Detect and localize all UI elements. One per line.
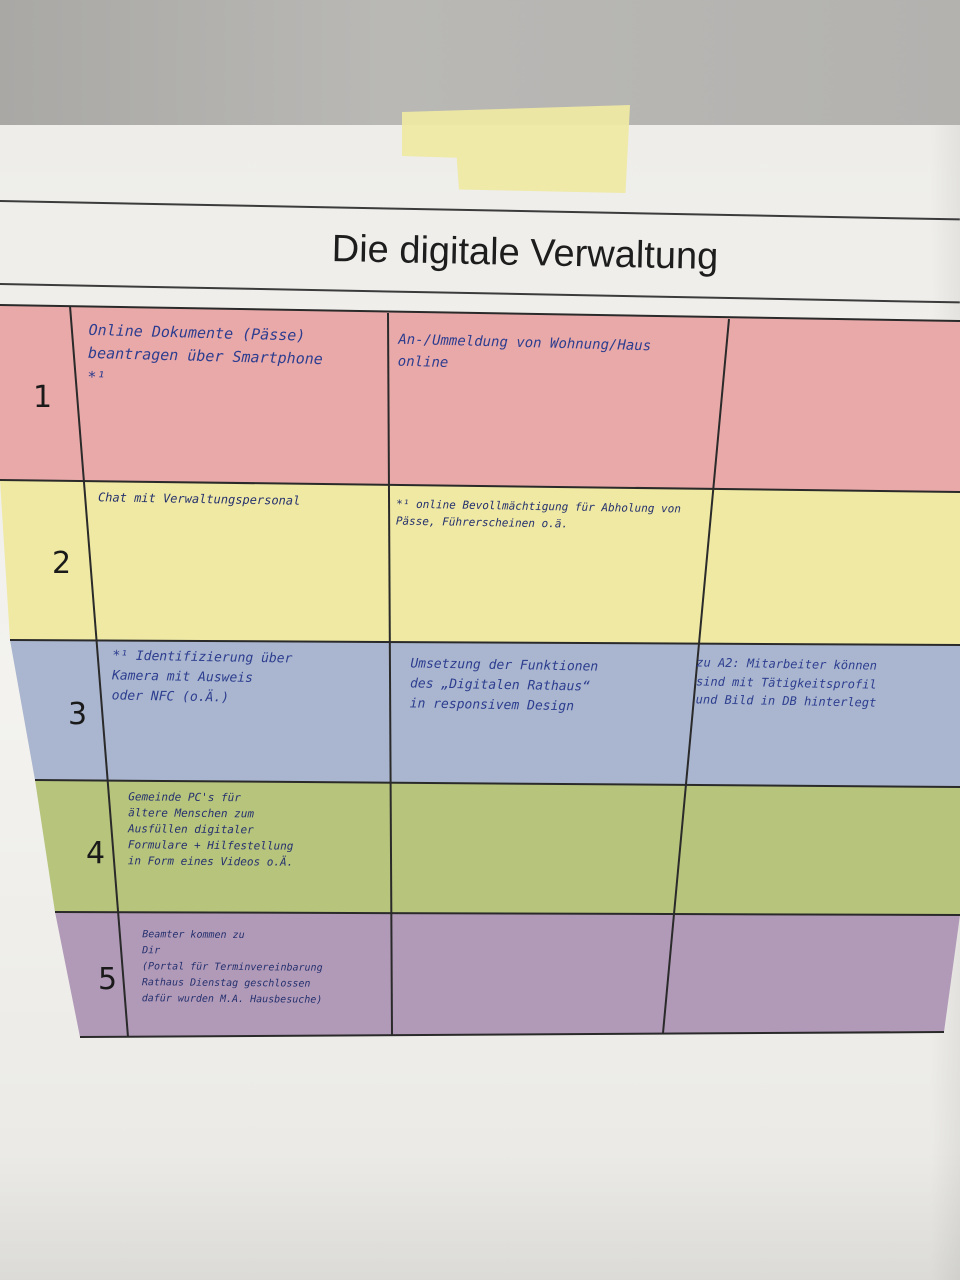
row-5-band [55,912,960,1037]
note-row4-col1: Gemeinde PC's für ältere Menschen zum Au… [127,790,294,869]
note-row2-col2: *¹ online Bevollmächtigung für Abholung … [395,497,682,531]
row-1-band [0,305,960,492]
note-row5-col1: Beamter kommen zu Dir (Portal für Termin… [141,929,323,1006]
note-row1-col1: Online Dokumente (Pässe) beantragen über… [87,320,324,386]
bottom-shadow [0,1150,960,1280]
row-number-2: 2 [52,546,72,581]
note-row1-col2: An-/Ummeldung von Wohnung/Haus online [397,331,652,371]
note-row3-col1: *¹ Identifizierung über Kamera mit Auswe… [111,648,293,706]
row-3-band [10,640,960,787]
row-number-4: 4 [86,836,106,871]
table-grid [0,304,960,1038]
row-number-3: 3 [68,697,88,732]
row-number-1: 1 [33,380,53,415]
row-4-band [35,780,960,915]
row-2-band [0,480,960,645]
row-number-5: 5 [98,962,118,997]
note-row3-col2: Umsetzung der Funktionen des „Digitalen … [409,656,599,715]
note-row3-col3: zu A2: Mitarbeiter können sind mit Tätig… [695,655,878,710]
note-row2-col1: Chat mit Verwaltungspersonal [97,490,301,508]
